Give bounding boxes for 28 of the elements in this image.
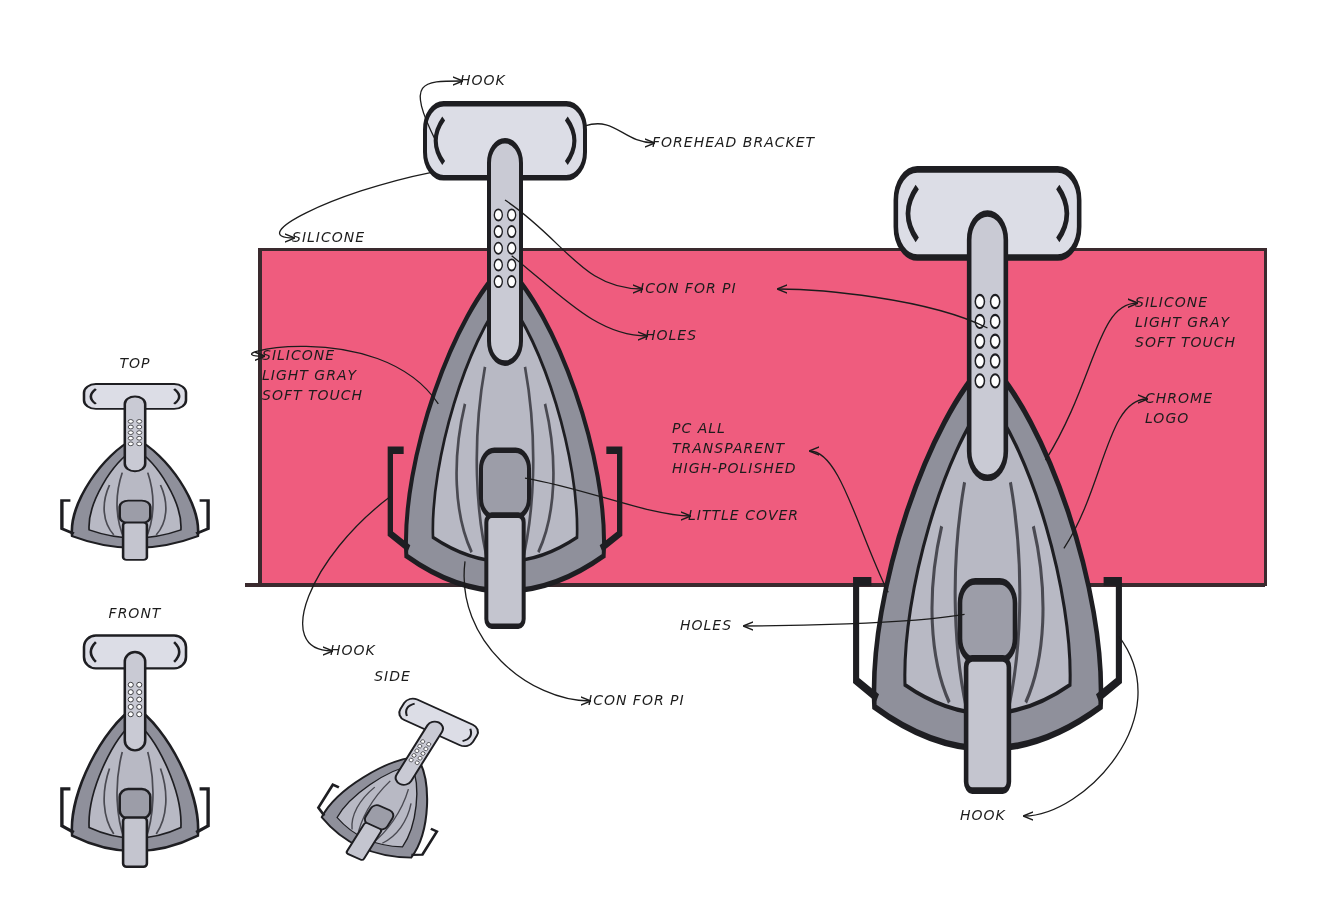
leader-line <box>419 76 464 142</box>
callout-label: SILICONE LIGHT GRAY SOFT TOUCH <box>262 345 374 411</box>
callout-label: ICON FOR PI <box>640 278 780 300</box>
callout-label: FOREHEAD BRACKET <box>652 132 827 154</box>
callout-label: PC ALL TRANSPARENT HIGH-POLISHED <box>672 418 812 484</box>
callout-label: HOOK <box>460 70 530 92</box>
leader-line <box>251 345 439 405</box>
view-label: SIDE <box>373 668 412 684</box>
callout-label: SILICONE <box>292 227 376 249</box>
leader-line <box>463 560 592 706</box>
callout-label: HOLES <box>645 325 715 347</box>
callout-label: HOLES <box>680 615 746 637</box>
leader-line <box>302 495 391 655</box>
leader-line <box>279 171 433 243</box>
callout-label: LITTLE COVER <box>688 505 813 527</box>
callout-label: CHROME LOGO <box>1145 388 1229 432</box>
leader-line <box>584 123 656 148</box>
callout-label: HOOK <box>960 805 1026 827</box>
view-label: TOP <box>118 355 152 371</box>
leader-line <box>1022 635 1139 820</box>
leader-line <box>524 477 692 521</box>
callout-label: HOOK <box>330 640 396 662</box>
callout-label: SILICONE LIGHT GRAY SOFT TOUCH <box>1135 292 1245 358</box>
leader-line <box>808 448 889 593</box>
leader-line <box>1044 299 1139 461</box>
callout-label: ICON FOR PI <box>588 690 728 712</box>
view-label: FRONT <box>107 605 163 621</box>
leader-line <box>742 613 966 631</box>
